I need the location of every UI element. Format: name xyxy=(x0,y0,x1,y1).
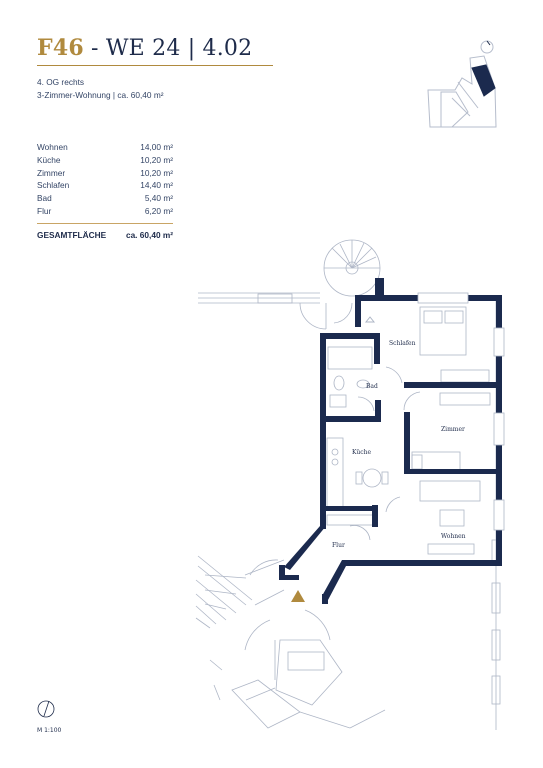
floor-label: 4. OG rechts xyxy=(37,77,85,87)
room-area: 10,20 m² xyxy=(140,167,173,178)
room-row: Schlafen 14,40 m² xyxy=(37,179,173,192)
coffee-table xyxy=(439,509,465,527)
double-bed xyxy=(419,306,467,356)
total-label: GESAMTFLÄCHE xyxy=(37,230,107,240)
room-name: Bad xyxy=(37,193,52,204)
room-area: 6,20 m² xyxy=(144,205,173,216)
kitchen-counter xyxy=(326,437,344,509)
total-value: ca. 60,40 m² xyxy=(125,230,173,240)
room-row: Bad 5,40 m² xyxy=(37,192,173,205)
room-name: Schlafen xyxy=(37,180,70,191)
room-area-list: Wohnen 14,00 m² Küche 10,20 m² Zimmer 10,20… xyxy=(37,141,173,218)
total-area-row: GESAMTFLÄCHE ca. 60,40 m² xyxy=(37,230,173,240)
room-area: 5,40 m² xyxy=(144,193,173,204)
room-label-wohnen: Wohnen xyxy=(441,533,466,540)
room-area: 14,40 m² xyxy=(140,180,173,191)
room-label-flur: Flur xyxy=(332,542,345,549)
tv-sideboard xyxy=(427,543,475,555)
title-underline xyxy=(37,65,273,66)
keyplan-highlight xyxy=(471,64,496,97)
title-divider: | xyxy=(180,36,203,61)
dining-table xyxy=(362,468,382,488)
key-plan xyxy=(427,40,497,128)
scale-label: M 1:100 xyxy=(37,727,62,734)
unit-code: F46 xyxy=(37,35,84,61)
page-title: F46 - WE 24 | 4.02 xyxy=(37,35,252,61)
toilet-icon xyxy=(333,375,345,391)
room-row: Flur 6,20 m² xyxy=(37,205,173,218)
unit-name: WE 24 xyxy=(105,36,181,61)
entrance-marker-icon xyxy=(291,590,305,602)
room-name: Zimmer xyxy=(37,167,66,178)
room-row: Küche 10,20 m² xyxy=(37,154,173,167)
room-row: Zimmer 10,20 m² xyxy=(37,167,173,180)
total-divider xyxy=(37,223,173,224)
sofa xyxy=(419,480,481,502)
keyplan-north-icon xyxy=(480,40,494,54)
room-label-bad: Bad xyxy=(366,383,378,390)
room-area: 10,20 m² xyxy=(140,154,173,165)
room-label-schlafen: Schlafen xyxy=(389,340,416,347)
title-separator: - xyxy=(83,36,106,61)
room-row: Wohnen 14,00 m² xyxy=(37,141,173,154)
room-name: Küche xyxy=(37,154,61,165)
apartment-type: 3-Zimmer-Wohnung | ca. 60,40 m² xyxy=(37,90,164,100)
room-name: Flur xyxy=(37,205,52,216)
bathtub xyxy=(327,346,373,370)
room-label-zimmer: Zimmer xyxy=(441,426,465,433)
room-area: 14,00 m² xyxy=(140,142,173,152)
plan-context xyxy=(195,239,501,730)
room-label-kueche: Küche xyxy=(352,449,371,456)
unit-number: 4.02 xyxy=(202,36,253,61)
north-arrow-icon xyxy=(37,700,55,718)
plan-walls xyxy=(279,278,502,604)
room-name: Wohnen xyxy=(37,142,68,152)
